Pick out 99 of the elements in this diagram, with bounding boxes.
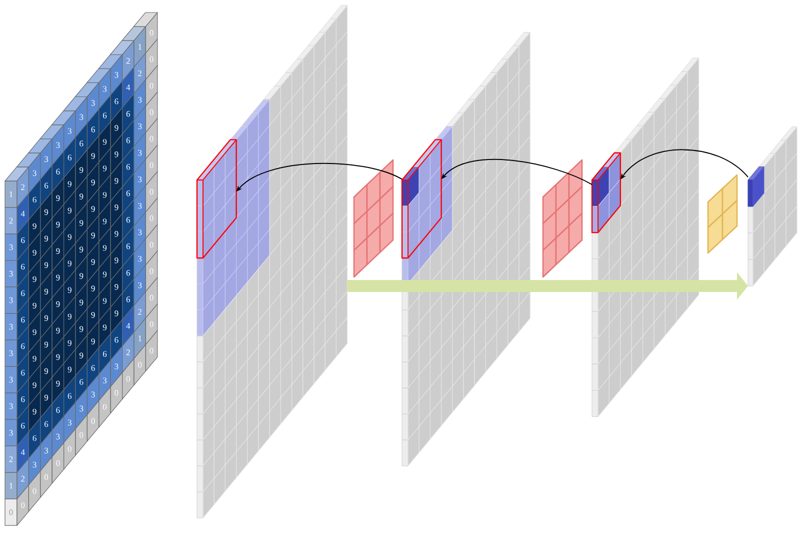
- number-cell: 6: [16, 272, 29, 314]
- number-cell: 3: [4, 286, 18, 314]
- number-cell: 2: [16, 458, 29, 500]
- number-cell: 3: [4, 366, 18, 394]
- number-cell: 9: [40, 377, 52, 418]
- number-cell: 9: [98, 148, 111, 189]
- number-cell: 9: [75, 282, 88, 324]
- highlighted-cell: [748, 166, 764, 207]
- number-cell: 3: [40, 430, 52, 472]
- number-cell: 9: [75, 308, 88, 350]
- number-cell: 0: [145, 65, 158, 106]
- grid-panel: [196, 5, 348, 518]
- number-cell: 0: [145, 198, 158, 239]
- number-cell: 0: [145, 144, 158, 186]
- number-cell: 6: [40, 165, 52, 206]
- number-cell: 3: [134, 185, 146, 226]
- number-cell: 6: [75, 361, 88, 403]
- number-cell: 0: [145, 304, 158, 345]
- number-cell: 9: [40, 271, 52, 312]
- number-cell: 0: [75, 414, 88, 456]
- number-cell: 3: [4, 260, 18, 288]
- grid-panel: [592, 58, 700, 417]
- number-cell: 9: [98, 280, 111, 322]
- number-cell: 3: [4, 234, 18, 261]
- number-cell: 3: [75, 388, 88, 430]
- number-cell: 0: [16, 484, 29, 526]
- number-cell: 3: [134, 132, 146, 174]
- number-cell: 1: [134, 318, 146, 359]
- number-cell: 0: [52, 442, 64, 484]
- number-cell: 9: [98, 200, 111, 242]
- number-cell: 0: [110, 372, 123, 414]
- grid-panel: [748, 126, 798, 286]
- number-cell: 9: [98, 121, 111, 163]
- number-cell: 0: [145, 38, 158, 80]
- number-cell: 6: [16, 352, 29, 394]
- number-cell: 9: [40, 324, 52, 366]
- number-cell: 9: [75, 334, 88, 376]
- number-cell: 0: [145, 250, 158, 292]
- number-cell: 9: [98, 306, 111, 348]
- number-cell: 0: [122, 358, 134, 400]
- number-cell: 4: [16, 432, 29, 473]
- number-cell: 3: [4, 419, 18, 446]
- number-cell: 6: [16, 299, 29, 340]
- number-cell: 0: [145, 224, 158, 266]
- highlight-box: [591, 152, 621, 234]
- number-cell: 2: [134, 291, 146, 332]
- number-cell: 0: [134, 344, 146, 386]
- number-cell: 9: [40, 218, 52, 260]
- number-cell: 9: [40, 350, 52, 392]
- number-cell: 9: [75, 149, 88, 191]
- grid-panel: [402, 32, 530, 466]
- number-cell: 9: [98, 254, 111, 295]
- number-cell: 6: [40, 404, 52, 445]
- number-cell: 0: [64, 428, 76, 470]
- number-cell: 9: [75, 202, 88, 244]
- number-cell: 9: [75, 176, 88, 218]
- number-cell: 6: [16, 246, 29, 288]
- number-cell: 9: [75, 228, 88, 270]
- number-cell: 2: [134, 52, 146, 94]
- number-cell: 0: [145, 92, 158, 133]
- number-cell: 0: [145, 277, 158, 318]
- number-cell: 2: [4, 207, 18, 234]
- number-cell: 6: [16, 378, 29, 420]
- number-cell: 3: [134, 79, 146, 120]
- number-cell: 0: [86, 400, 100, 442]
- number-cell: 9: [40, 192, 52, 233]
- number-cell: 9: [40, 244, 52, 286]
- number-cell: 4: [16, 193, 29, 234]
- number-cell: 6: [16, 220, 29, 261]
- number-cell: 3: [4, 392, 18, 420]
- number-cell: 3: [134, 106, 146, 147]
- number-cell: 6: [98, 333, 111, 374]
- number-cell: 3: [134, 212, 146, 253]
- number-cell: 0: [98, 386, 111, 428]
- highlight-box: [401, 139, 442, 259]
- number-cell: 0: [145, 118, 158, 160]
- number-cell: 6: [16, 326, 29, 367]
- highlight-box: [196, 139, 237, 259]
- number-cell: 3: [134, 158, 146, 200]
- number-cell: 3: [4, 313, 18, 340]
- number-cell: 0: [145, 330, 158, 372]
- number-cell: 9: [98, 174, 111, 216]
- number-cell: 9: [98, 227, 111, 268]
- number-cell: 9: [75, 255, 88, 297]
- number-cell: 0: [28, 470, 41, 512]
- number-cell: 3: [4, 340, 18, 367]
- number-cell: 6: [75, 122, 88, 164]
- number-cell: 1: [4, 180, 18, 208]
- number-cell: 0: [145, 171, 158, 212]
- number-cell: 9: [40, 298, 52, 339]
- number-cell: 0: [40, 456, 52, 498]
- number-cell: 1: [4, 472, 18, 500]
- number-cell: 3: [134, 264, 146, 306]
- number-cell: 6: [98, 94, 111, 136]
- number-cell: 2: [4, 446, 18, 473]
- number-cell: 6: [16, 405, 29, 446]
- number-cell: 0: [4, 498, 18, 526]
- number-cell: 3: [98, 360, 111, 401]
- number-cell: 3: [134, 238, 146, 280]
